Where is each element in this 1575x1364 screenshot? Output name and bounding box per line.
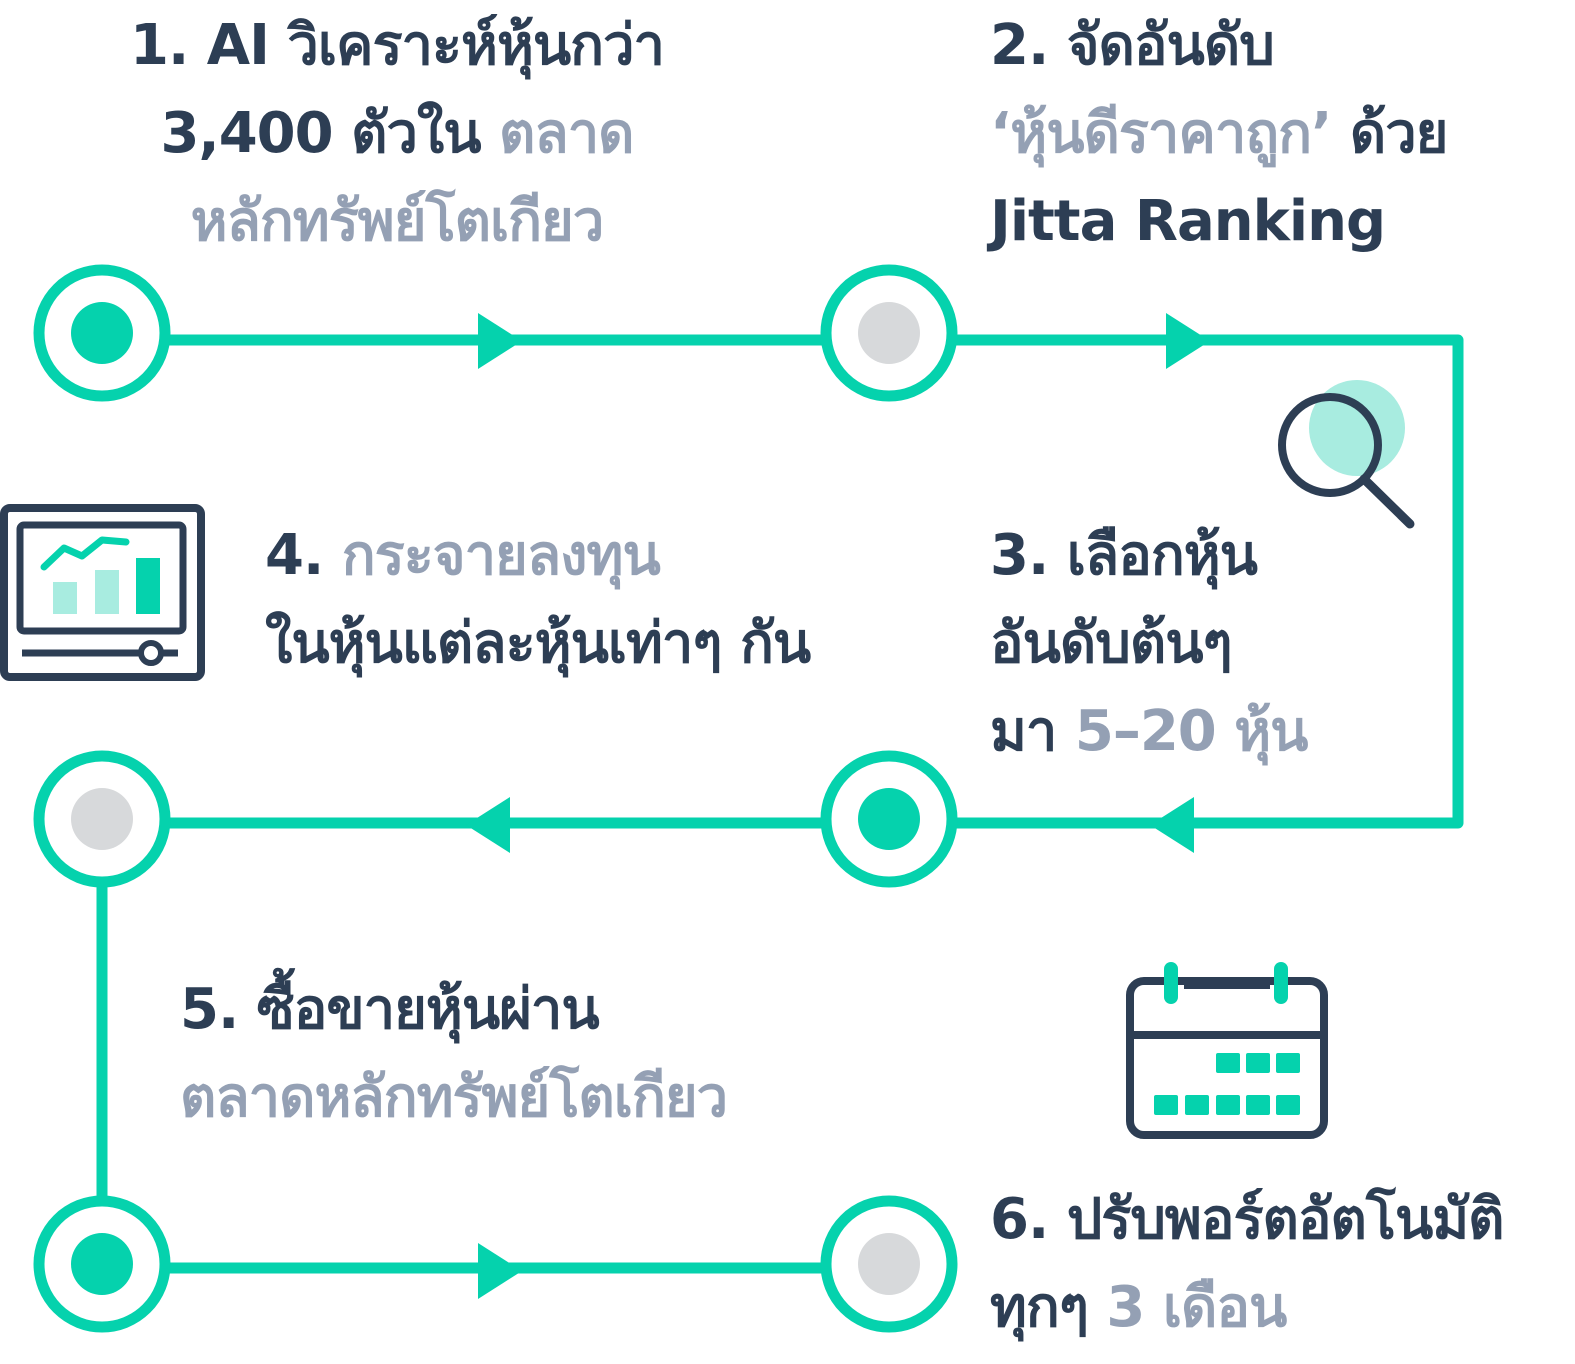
step-3-line: มา 5–20 หุ้น xyxy=(990,688,1309,776)
node-5 xyxy=(33,1195,171,1333)
highlight-text: หลักทรัพย์โตเกียว xyxy=(190,189,605,254)
step-4-line: 4. กระจายลงทุน xyxy=(265,512,810,600)
node-6 xyxy=(820,1195,958,1333)
arrow-right-icon xyxy=(478,313,522,369)
step-5-line: ตลาดหลักทรัพย์โตเกียว xyxy=(180,1054,728,1142)
step-1-line: 1. AI วิเคราะห์หุ้นกว่า xyxy=(130,2,665,90)
step-6-line: 6. ปรับพอร์ตอัตโนมัติ xyxy=(990,1176,1505,1264)
step-4-text: 4. กระจายลงทุนในหุ้นแต่ละหุ้นเท่าๆ กัน xyxy=(265,512,811,688)
highlight-text: ตลาดหลักทรัพย์โตเกียว xyxy=(180,1065,728,1130)
step-text: 6. ปรับพอร์ตอัตโนมัติ xyxy=(990,1187,1505,1252)
highlight-text: กระจายลงทุน xyxy=(341,523,661,588)
arrow-right-icon xyxy=(1166,313,1210,369)
step-5-text: 5. ซื้อขายหุ้นผ่านตลาดหลักทรัพย์โตเกียว xyxy=(180,966,728,1142)
step-3-line: 3. เลือกหุ้น xyxy=(990,512,1307,600)
step-text: 2. จัดอันดับ xyxy=(990,13,1275,78)
node-3 xyxy=(820,750,958,888)
monitor-chart-icon xyxy=(0,504,205,681)
step-3-text: 3. เลือกหุ้นอันดับต้นๆมา 5–20 หุ้น xyxy=(990,512,1309,776)
step-1-text: 1. AI วิเคราะห์หุ้นกว่า 3,400 ตัวใน ตลาดห… xyxy=(130,2,665,266)
step-1-line: หลักทรัพย์โตเกียว xyxy=(130,178,664,266)
arrow-left-icon xyxy=(1150,797,1194,853)
step-text: ด้วย xyxy=(1331,101,1449,166)
step-2-line: ‘หุ้นดีราคาถูก’ ด้วย xyxy=(990,90,1449,178)
step-1-line: 3,400 ตัวใน ตลาด xyxy=(130,90,664,178)
step-text: ทุกๆ xyxy=(990,1275,1107,1340)
step-6-text: 6. ปรับพอร์ตอัตโนมัติทุกๆ 3 เดือน xyxy=(990,1176,1505,1352)
calendar-icon xyxy=(1126,962,1328,1139)
step-text: 3,400 ตัวใน xyxy=(160,101,500,166)
step-text: 5. ซื้อขายหุ้นผ่าน xyxy=(180,977,600,1042)
step-4-line: ในหุ้นแต่ละหุ้นเท่าๆ กัน xyxy=(265,600,811,688)
step-6-line: ทุกๆ 3 เดือน xyxy=(990,1264,1504,1352)
step-text: อันดับต้นๆ xyxy=(990,611,1233,676)
step-2-text: 2. จัดอันดับ ‘หุ้นดีราคาถูก’ ด้วย Jitta Ra… xyxy=(990,2,1449,266)
step-text: 4. xyxy=(265,523,342,588)
node-2 xyxy=(820,264,958,402)
arrow-left-icon xyxy=(466,797,510,853)
step-text: Jitta Ranking xyxy=(990,189,1386,254)
step-3-line: อันดับต้นๆ xyxy=(990,600,1307,688)
highlight-text: ‘หุ้นดีราคาถูก’ xyxy=(990,101,1332,166)
node-4 xyxy=(33,750,171,888)
step-text: มา xyxy=(990,699,1075,764)
step-text: 3. เลือกหุ้น xyxy=(990,523,1258,588)
step-text: ในหุ้นแต่ละหุ้นเท่าๆ กัน xyxy=(265,611,811,676)
arrow-right-icon xyxy=(478,1243,522,1299)
highlight-text: 5–20 หุ้น xyxy=(1074,699,1309,764)
step-text: 1. AI วิเคราะห์หุ้นกว่า xyxy=(130,13,665,78)
highlight-text: 3 เดือน xyxy=(1106,1275,1287,1340)
flow-connector-line xyxy=(96,334,1464,1274)
step-2-line: 2. จัดอันดับ xyxy=(990,2,1447,90)
node-1 xyxy=(33,264,171,402)
highlight-text: ตลาด xyxy=(499,101,634,166)
step-5-line: 5. ซื้อขายหุ้นผ่าน xyxy=(180,966,727,1054)
step-2-line: Jitta Ranking xyxy=(990,178,1447,266)
magnifier-icon xyxy=(1278,380,1415,529)
